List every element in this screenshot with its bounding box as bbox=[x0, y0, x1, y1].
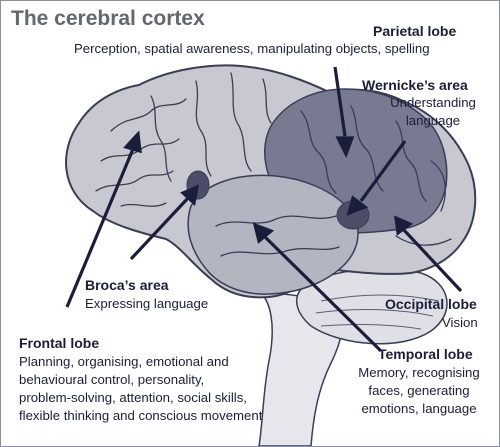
occipital-lobe-label: Occipital lobe bbox=[385, 296, 477, 312]
frontal-pointer bbox=[65, 148, 135, 308]
parietal-lobe-label: Parietal lobe bbox=[373, 23, 457, 39]
temporal-lobe-region bbox=[187, 174, 359, 295]
occipital-pointer bbox=[401, 227, 463, 293]
parietal-pointer bbox=[333, 66, 347, 137]
temporal-lobe-label: Temporal lobe bbox=[378, 346, 473, 362]
frontal-lobe-desc-2: behavioural control, personality, bbox=[19, 372, 205, 387]
diagram-title: The cerebral cortex bbox=[11, 7, 205, 30]
wernickes-area-label: Wernicke’s area bbox=[362, 77, 468, 93]
occipital-lobe-desc: Vision bbox=[442, 315, 478, 330]
brocas-area-label: Broca’s area bbox=[85, 277, 169, 293]
temporal-lobe-desc-3: emotions, language bbox=[361, 401, 477, 416]
wernicke-pointer bbox=[359, 140, 407, 202]
frontal-lobe-desc-4: flexible thinking and conscious movement bbox=[19, 408, 263, 423]
wernickes-area-desc-2: language bbox=[405, 113, 461, 128]
parietal-lobe-desc: Perception, spatial awareness, manipulat… bbox=[74, 41, 430, 56]
wernickes-area-desc-1: Understanding bbox=[390, 95, 476, 110]
frontal-lobe-label: Frontal lobe bbox=[19, 335, 100, 351]
temporal-lobe-desc-1: Memory, recognising bbox=[358, 365, 480, 380]
brocas-area-desc: Expressing language bbox=[85, 296, 209, 311]
temporal-lobe-desc-2: faces, generating bbox=[368, 383, 470, 398]
frontal-lobe-desc-3: problem-solving, attention, social skill… bbox=[19, 390, 247, 405]
temporal-pointer bbox=[261, 233, 383, 353]
frontal-lobe-desc-1: Planning, organising, emotional and bbox=[19, 354, 229, 369]
broca-pointer bbox=[129, 195, 191, 261]
